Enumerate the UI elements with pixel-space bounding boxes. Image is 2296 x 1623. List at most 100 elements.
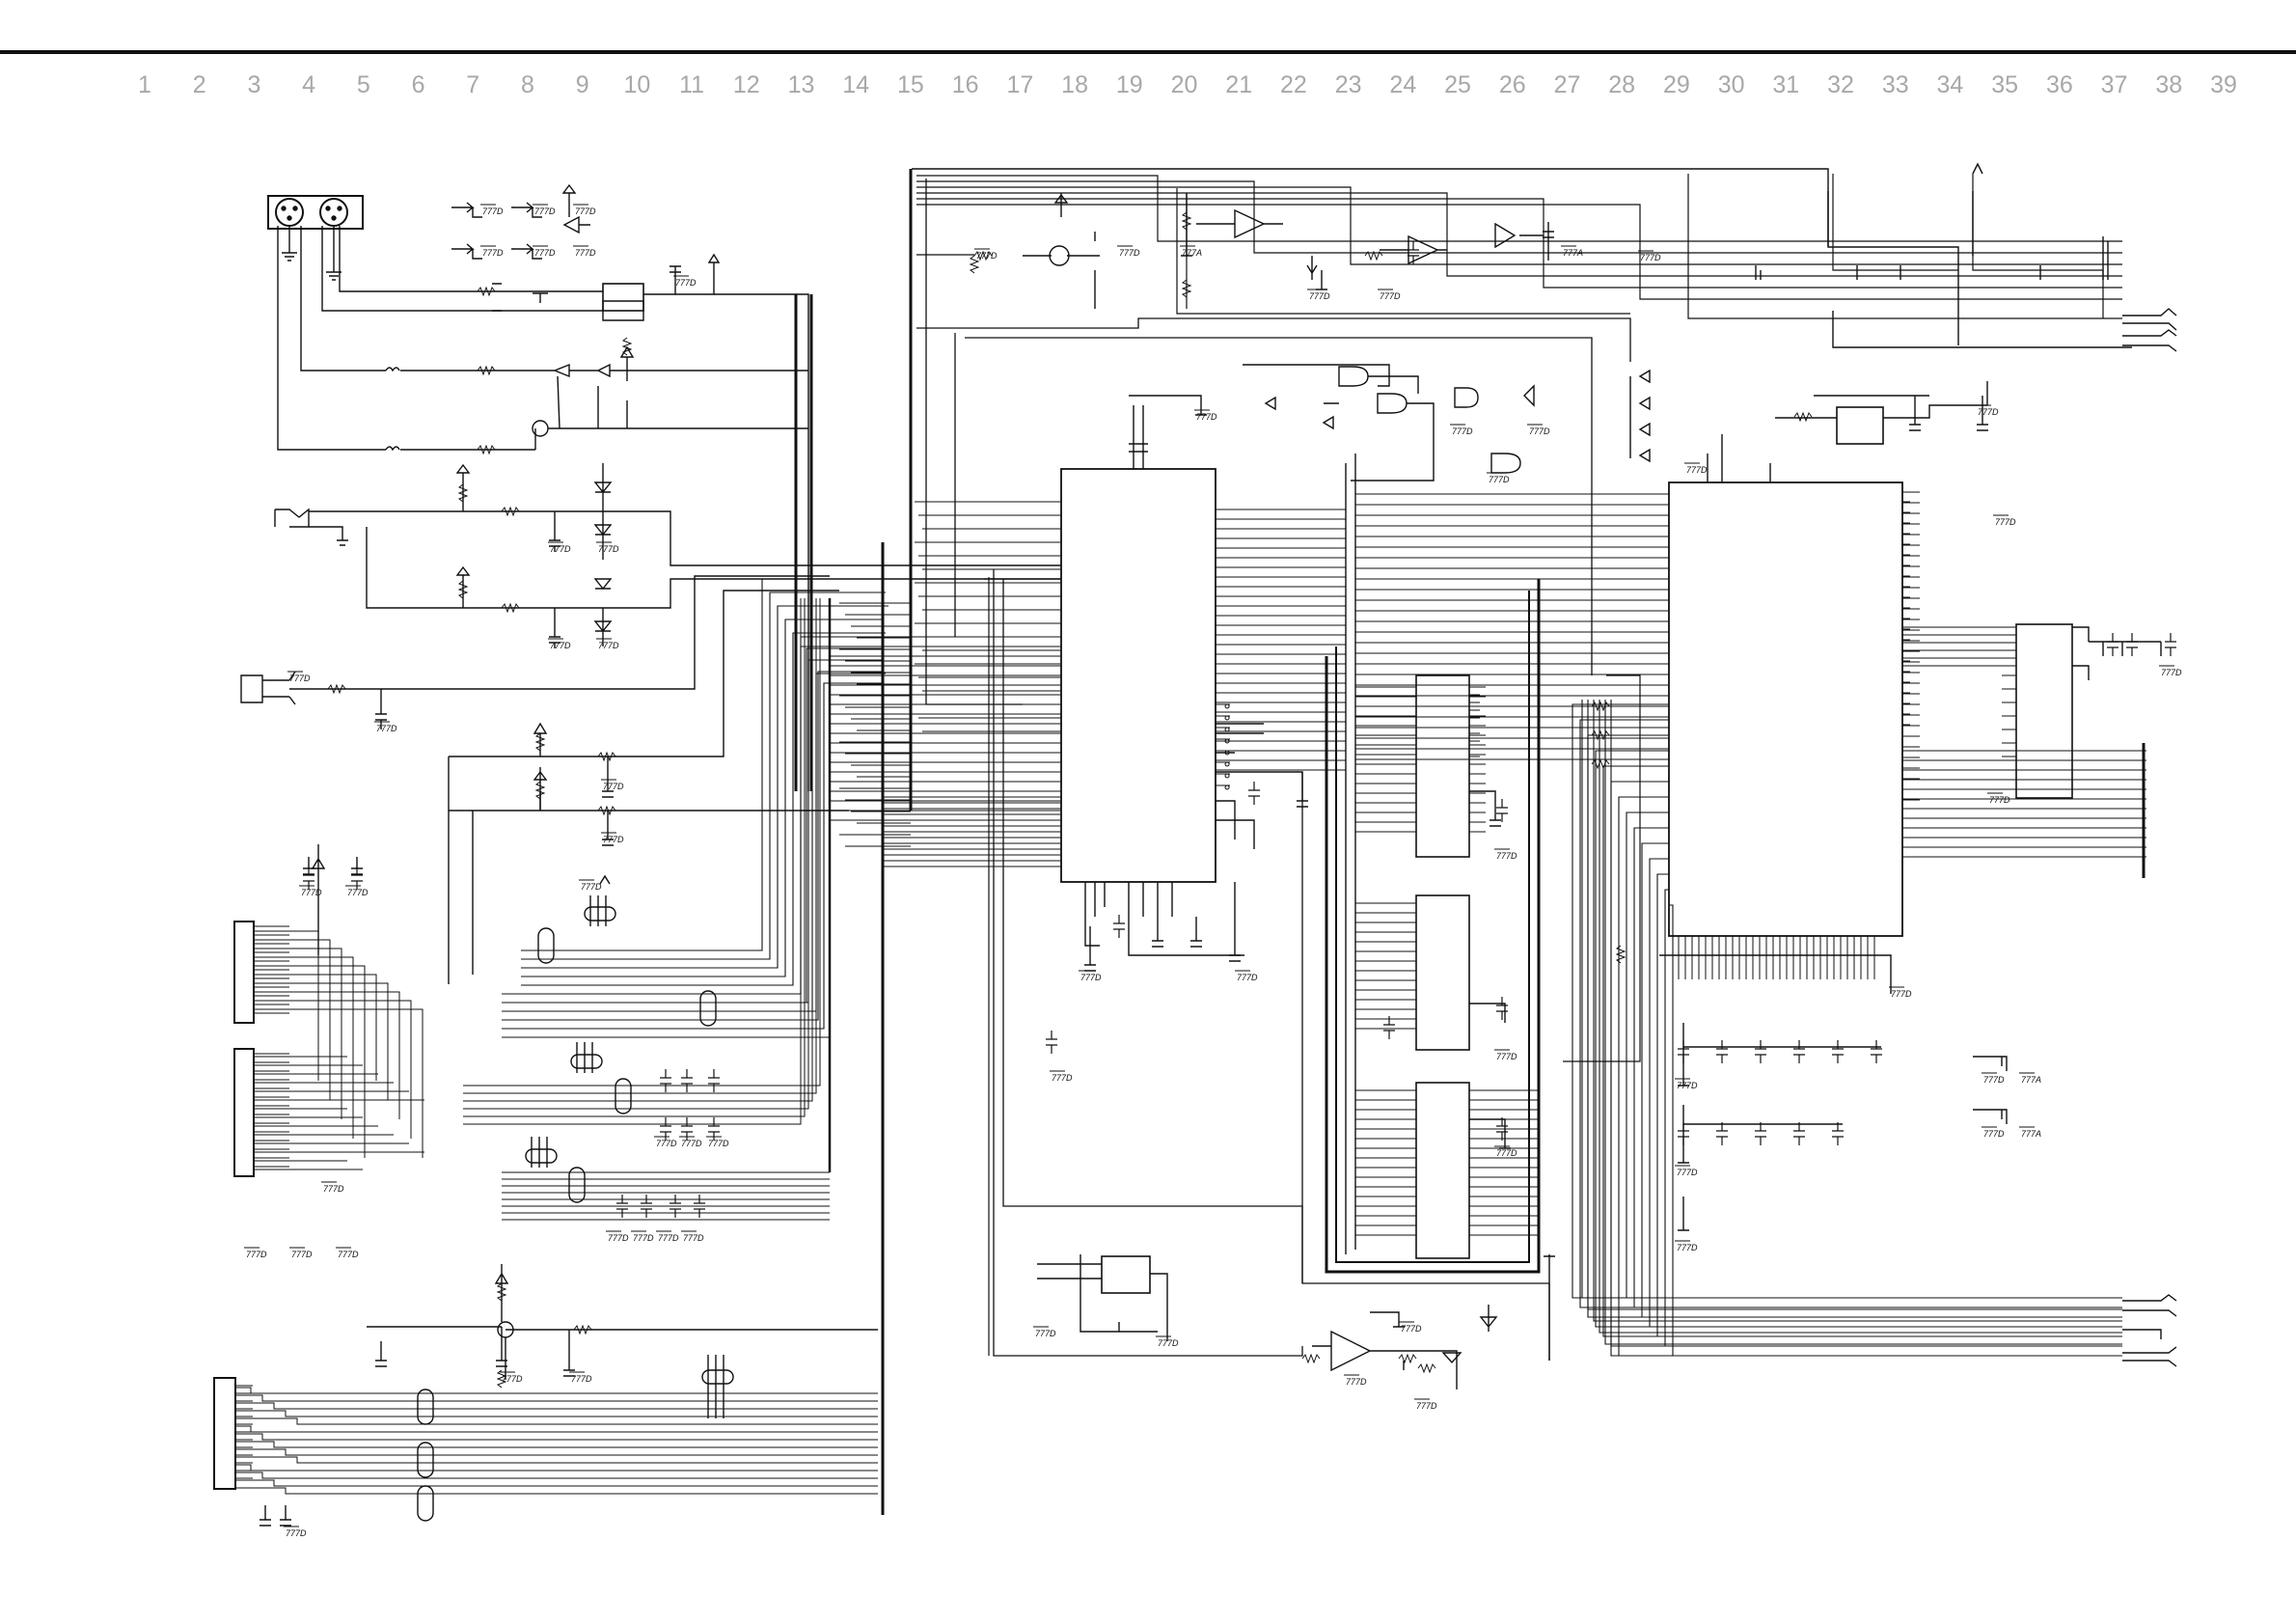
ground-label: 777D (1452, 426, 1473, 436)
ground-label: 777D (976, 251, 998, 261)
ground-label: 777D (376, 724, 397, 733)
ground-label: 777D (1496, 851, 1517, 861)
ground-label: 777D (708, 1139, 729, 1148)
ground-labels: 777D 777D 777D 777D 777D 777D 777D 777D 777D 777D… (246, 206, 2182, 1538)
ground-label: 777D (1677, 1243, 1698, 1252)
reset-and-opamp-block (1037, 1254, 1498, 1389)
column-number: 39 (2210, 71, 2237, 98)
column-number: 8 (521, 71, 534, 98)
column-number: 11 (679, 71, 705, 98)
column-number: 22 (1280, 71, 1307, 98)
ground-label: 777D (550, 641, 571, 650)
ribbon-connector-left-upper (233, 844, 363, 1177)
column-number: 32 (1827, 71, 1854, 98)
ground-label: 777D (286, 1528, 307, 1538)
column-number: 20 (1170, 71, 1198, 98)
column-number: 29 (1662, 71, 1690, 98)
title-border-line (0, 50, 2296, 54)
column-number: 6 (411, 71, 425, 98)
ground-label: 777D (502, 1374, 523, 1384)
column-number: 2 (192, 71, 206, 98)
din-connector-block (267, 195, 364, 281)
column-number: 19 (1115, 71, 1143, 98)
ground-label: 777D (633, 1233, 654, 1243)
ground-label: 777D (534, 248, 556, 258)
bus-interconnect (235, 168, 2146, 1515)
top-driver-stages (1023, 193, 2041, 309)
column-number: 31 (1772, 71, 1800, 98)
ground-label: 777D (1237, 973, 1258, 982)
ground-label: 777D (534, 206, 556, 216)
ground-label: 777A (1182, 248, 1202, 258)
ground-label: 777D (571, 1374, 592, 1384)
column-number: 35 (1991, 71, 2019, 98)
ground-label: 777D (658, 1233, 679, 1243)
column-number: 26 (1498, 71, 1526, 98)
memory-chips (1415, 674, 1511, 1259)
gate-array-chip (1659, 381, 1988, 994)
ground-label: 777D (482, 248, 504, 258)
ground-label: 777A (1563, 248, 1583, 258)
column-number: 33 (1881, 71, 1909, 98)
column-number: 38 (2155, 71, 2183, 98)
ground-label: 777D (1496, 1052, 1517, 1061)
ground-label: 777D (1640, 253, 1661, 262)
ground-label: 777D (1677, 1081, 1698, 1090)
column-number: 27 (1553, 71, 1581, 98)
ferrite-filter-symbols (417, 874, 734, 1522)
column-number: 30 (1717, 71, 1745, 98)
ground-label: 777D (603, 782, 624, 791)
ground-label: 777D (550, 544, 571, 554)
footswitch-input-block (240, 575, 849, 984)
ground-label: 777D (603, 835, 624, 844)
ground-label: 777D (1035, 1329, 1056, 1338)
ground-label: 777D (1196, 412, 1217, 422)
ground-label: 777D (598, 544, 619, 554)
capacitor-symbols (244, 204, 2176, 1527)
ground-label: 777D (323, 1184, 344, 1194)
ground-label: 777D (1529, 426, 1550, 436)
ground-label: 777D (246, 1250, 267, 1259)
column-number: 7 (466, 71, 480, 98)
dac-block (2015, 623, 2162, 799)
chip-pins (1216, 501, 2016, 790)
ground-label: 777D (291, 1250, 313, 1259)
column-number: 5 (356, 71, 370, 98)
ground-label: 777D (683, 1233, 704, 1243)
io-terminal-symbols (451, 183, 590, 260)
ground-label: 777D (681, 1139, 702, 1148)
ground-label: 777D (1401, 1324, 1422, 1334)
ground-label: 777A (2021, 1075, 2041, 1085)
column-number: 18 (1061, 71, 1088, 98)
column-number: 13 (787, 71, 815, 98)
column-number: 14 (842, 71, 870, 98)
ground-label: 777D (289, 674, 311, 683)
column-number: 3 (247, 71, 261, 98)
column-number: 17 (1006, 71, 1034, 98)
column-number: 4 (302, 71, 316, 98)
ground-label: 777D (675, 278, 697, 288)
ground-label: 777D (1416, 1401, 1437, 1411)
ground-label: 777D (598, 641, 619, 650)
column-number: 9 (575, 71, 589, 98)
ground-label: 777D (575, 206, 596, 216)
ground-label: 777D (1489, 475, 1510, 484)
ground-label: 777D (1891, 989, 1912, 999)
ground-label: 777D (1686, 465, 1708, 475)
column-number: 36 (2045, 71, 2073, 98)
column-number: 24 (1389, 71, 1417, 98)
ground-label: 777D (338, 1250, 359, 1259)
ground-label: 777D (1983, 1129, 2005, 1139)
logic-gates (1243, 364, 1651, 481)
ground-label: 777D (1158, 1338, 1179, 1348)
ribbon-connector-left-lower (213, 1264, 878, 1527)
ground-label: 777D (1119, 248, 1140, 258)
ground-label: 777D (1346, 1377, 1367, 1387)
column-number: 21 (1225, 71, 1253, 98)
ground-label: 777D (1496, 1148, 1517, 1158)
ground-label: 777D (1309, 291, 1330, 301)
ground-label: 777D (1677, 1168, 1698, 1177)
ground-label: 777D (1978, 407, 1999, 417)
